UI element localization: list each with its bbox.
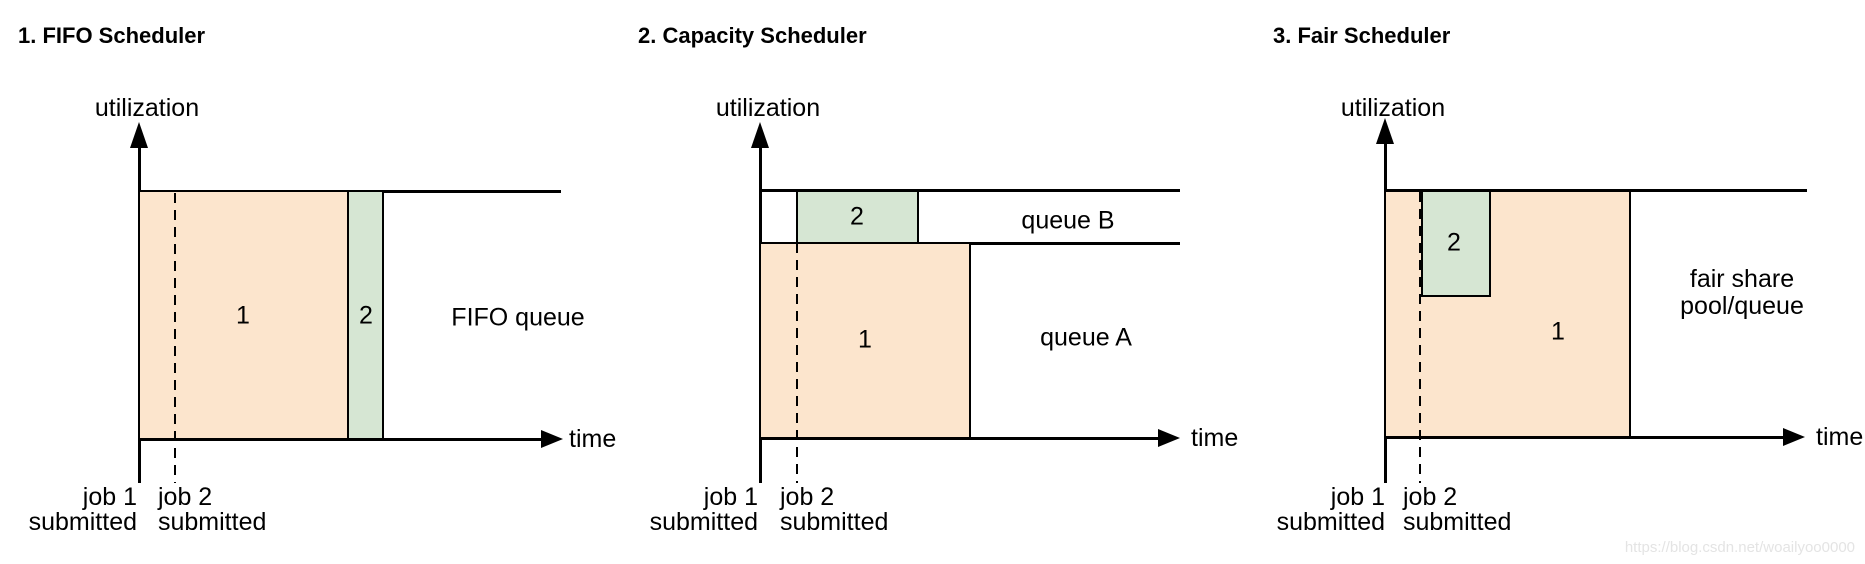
panel2-y-axis-label: utilization <box>715 94 821 122</box>
panel1-y-axis-label: utilization <box>94 94 200 122</box>
job1-line1: job 1 <box>1330 483 1385 511</box>
panel1-queue-label: FIFO queue <box>451 303 585 332</box>
panel1-job2-block-label: 2 <box>359 301 373 330</box>
panel3-queue-label: fair share pool/queue <box>1680 266 1804 320</box>
panel1-x-axis-label: time <box>569 425 617 453</box>
panel3-job2-submitted-label: job 2 submitted <box>1403 485 1523 535</box>
job2-line1: job 2 <box>158 483 213 511</box>
job2-line1: job 2 <box>780 483 835 511</box>
panel2-x-axis-label: time <box>1191 424 1239 452</box>
panel2-x-axis-arrow-icon <box>1158 429 1180 447</box>
panel2-queue-b-label: queue B <box>1021 206 1115 235</box>
panel1-y-axis-arrow-icon <box>130 122 148 148</box>
panel1-job2-submitted-label: job 2 submitted <box>158 485 278 535</box>
fair-share-line1: fair share <box>1689 265 1795 293</box>
panel3-x-axis <box>1385 436 1788 439</box>
panel3-job1-block-label: 1 <box>1551 317 1565 346</box>
panel2-job1-submitted-label: job 1 submitted <box>638 485 758 535</box>
panel3-x-axis-label: time <box>1816 423 1864 451</box>
panel3-title: 3. Fair Scheduler <box>1273 23 1451 48</box>
panel2-y-axis-arrow-icon <box>751 122 769 148</box>
job2-line2: submitted <box>1403 508 1512 536</box>
panel3-job2-block-label: 2 <box>1447 228 1461 257</box>
panel1-job2-submit-dashed-line <box>174 193 176 483</box>
panel2-queue-a-label: queue A <box>1040 323 1132 352</box>
panel3-job2-submit-dashed-line <box>1419 192 1421 483</box>
panel1-job1-block-label: 1 <box>236 301 250 330</box>
panel2-title: 2. Capacity Scheduler <box>638 23 867 48</box>
panel2-x-axis <box>760 437 1163 440</box>
panel1-x-axis <box>139 438 548 441</box>
panel3-x-axis-arrow-icon <box>1783 428 1805 446</box>
panel2-job2-block-label: 2 <box>850 202 864 231</box>
job2-line1: job 2 <box>1403 483 1458 511</box>
job1-line2: submitted <box>649 508 758 536</box>
job1-line1: job 1 <box>703 483 758 511</box>
panel2-job1-block-label: 1 <box>858 325 872 354</box>
panel1-job1-submitted-label: job 1 submitted <box>17 485 137 535</box>
panel3-job2-block <box>1421 190 1491 297</box>
fair-share-line2: pool/queue <box>1680 292 1804 320</box>
panel1-x-axis-arrow-icon <box>541 430 563 448</box>
job2-line2: submitted <box>158 508 267 536</box>
panel3-y-axis-label: utilization <box>1340 94 1446 122</box>
job2-line2: submitted <box>780 508 889 536</box>
panel2-job2-submitted-label: job 2 submitted <box>780 485 900 535</box>
panel2-job2-block <box>796 190 919 244</box>
panel1-title: 1. FIFO Scheduler <box>18 23 206 48</box>
panel2-capacity-line <box>760 189 1180 192</box>
watermark-text: https://blog.csdn.net/woailyoo0000 <box>1624 539 1855 556</box>
job1-line2: submitted <box>1276 508 1385 536</box>
panel2-job2-submit-dashed-line <box>796 192 798 483</box>
panel1-job2-block <box>347 190 384 440</box>
job1-line2: submitted <box>28 508 137 536</box>
panel3-y-axis-arrow-icon <box>1376 118 1394 144</box>
panel3-job1-submitted-label: job 1 submitted <box>1265 485 1385 535</box>
job1-line1: job 1 <box>82 483 137 511</box>
